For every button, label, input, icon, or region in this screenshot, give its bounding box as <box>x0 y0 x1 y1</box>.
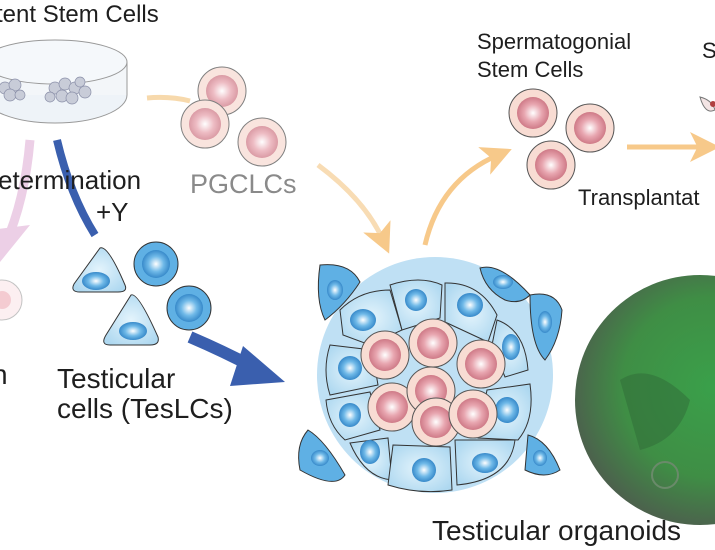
transplant-target-icon <box>699 96 715 112</box>
organoid-to-ssc-arrow <box>422 147 512 246</box>
pgclc-arrow <box>146 94 191 104</box>
organoid-fluorescence-image <box>575 275 715 525</box>
testicular-cells <box>72 241 212 346</box>
partial-pink-cell <box>0 279 23 321</box>
pgclc-to-organoid-arrow <box>316 162 391 254</box>
petri-dish-icon <box>0 39 128 124</box>
organoids-label: Testicular organoids <box>432 515 681 546</box>
plus-y-label: +Y <box>96 197 129 227</box>
organoid-illustration <box>298 257 563 493</box>
stem-cells-label: tent Stem Cells <box>0 1 159 28</box>
determination-label: etermination <box>0 165 141 195</box>
partial-label-left: n <box>0 359 8 390</box>
spermatogonial-label-1: Spermatogonial <box>477 29 631 54</box>
transplantation-label: Transplantat <box>578 185 699 210</box>
testicular-cells-label-2: cells (TesLCs) <box>57 393 233 424</box>
partial-label-right: S <box>702 38 715 63</box>
spermatogonial-label-2: Stem Cells <box>477 57 583 82</box>
pgclc-cells <box>180 66 287 167</box>
pgclcs-label: PGCLCs <box>190 169 297 199</box>
blue-arrow-to-organoid <box>187 331 285 386</box>
blue-arrow-determination <box>53 139 99 238</box>
testicular-cells-label-1: Testicular <box>57 363 175 394</box>
spermatogonial-stem-cells <box>508 88 615 190</box>
